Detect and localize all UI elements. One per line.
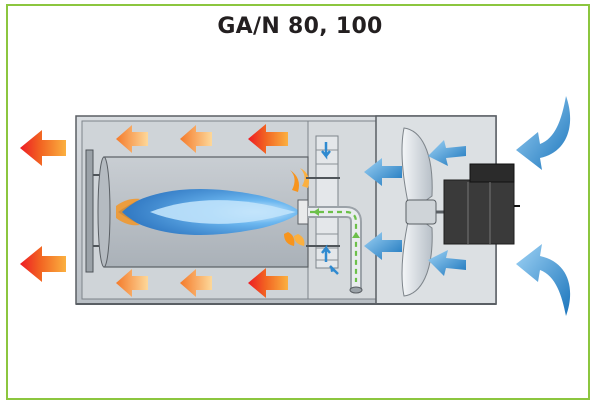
heat-exchanger [306, 135, 340, 269]
fuel-flow-arrow-icon [313, 208, 319, 216]
fuel-tube [308, 206, 363, 294]
cold-air-arrow-icon [516, 96, 571, 170]
hot-air-arrow-icon [20, 130, 66, 166]
diagram-title: GA/N 80, 100 [217, 14, 383, 39]
diagram-frame [6, 4, 590, 400]
hot-air-arrow-icon [180, 125, 212, 153]
hot-air-arrow-icon [248, 268, 288, 298]
cold-air-arrow-icon [428, 250, 466, 276]
hot-air-arrows-outlet [20, 130, 66, 282]
cold-air-arrow-icon [516, 244, 571, 316]
hot-air-arrow-icon [248, 124, 288, 154]
cold-air-arrow-icon [364, 232, 402, 260]
hot-air-arrow-icon [180, 269, 212, 297]
fan-motor [443, 163, 520, 245]
cold-air-arrows-inlet [516, 96, 571, 316]
burner-flame [116, 189, 300, 235]
fan [401, 127, 446, 297]
cold-air-arrow-icon [428, 140, 466, 166]
burner-head [284, 168, 309, 246]
cold-air-arrows-internal [364, 140, 466, 276]
cold-air-arrow-icon [364, 158, 402, 186]
hot-air-arrow-icon [116, 125, 148, 153]
hot-air-arrow-icon [116, 269, 148, 297]
hot-air-arrows-internal [116, 124, 288, 298]
hot-air-arrow-icon [20, 246, 66, 282]
